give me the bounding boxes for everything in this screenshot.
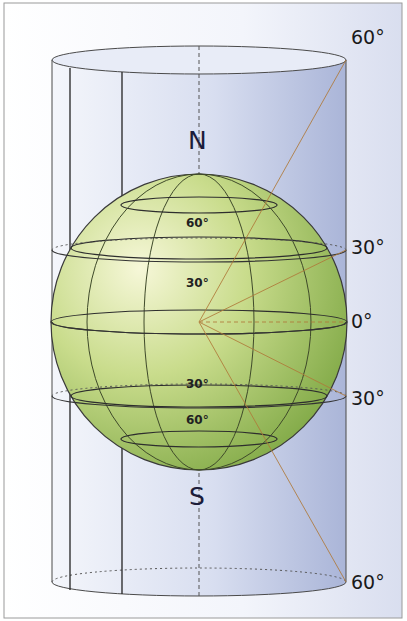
- latitude-label: 0°: [351, 312, 373, 331]
- pole-label: N: [188, 128, 207, 153]
- pole-label: S: [189, 484, 205, 509]
- latitude-label: 60°: [351, 573, 385, 592]
- latitude-label: 60°: [351, 28, 385, 47]
- latitude-label: 60°: [186, 217, 209, 229]
- latitude-label: 30°: [186, 378, 209, 390]
- latitude-label: 30°: [186, 277, 209, 289]
- latitude-label: 60°: [186, 414, 209, 426]
- latitude-label: 30°: [351, 389, 385, 408]
- latitude-label: 30°: [351, 238, 385, 257]
